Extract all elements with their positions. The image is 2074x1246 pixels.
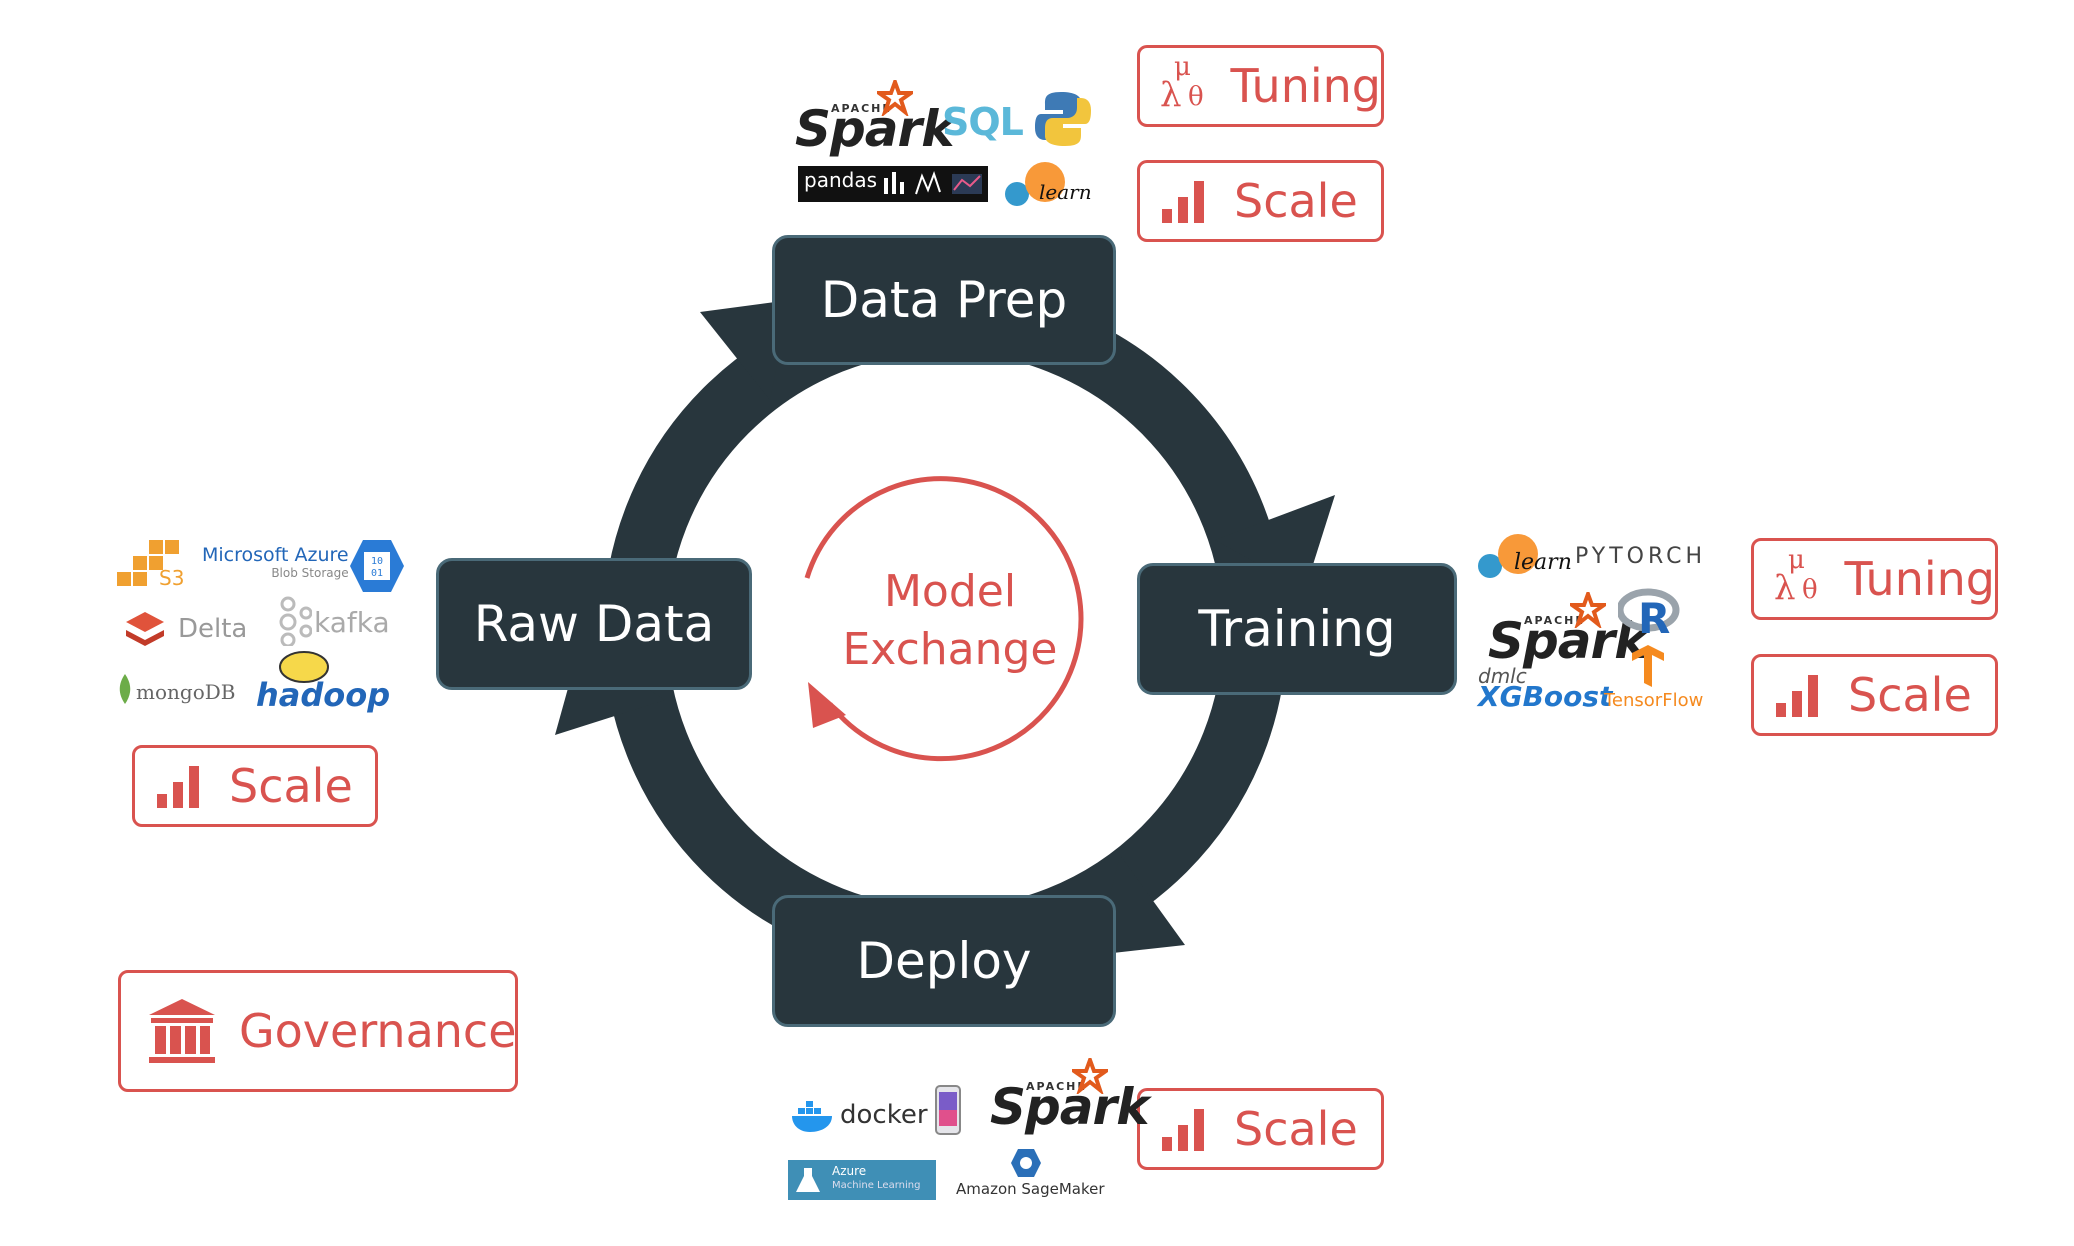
s3-buckets-icon bbox=[117, 540, 179, 586]
building-columns-icon bbox=[149, 999, 215, 1063]
spark-star-icon bbox=[1570, 592, 1606, 628]
training-spark-logo: APACHE Spark bbox=[1488, 592, 1647, 670]
bar-chart-icon bbox=[1162, 1107, 1210, 1151]
training-scale-badge: Scale bbox=[1751, 654, 1998, 736]
sklearn-logo: learn bbox=[1005, 162, 1105, 208]
ring-arrowhead-top-left bbox=[700, 300, 790, 400]
bar-chart-icon bbox=[1776, 673, 1824, 717]
deploy-scale-label: Scale bbox=[1234, 1102, 1358, 1156]
model-exchange-line1: Model bbox=[883, 566, 1017, 617]
model-exchange-arc bbox=[804, 476, 1084, 762]
sklearn-circles-icon bbox=[1478, 534, 1538, 578]
svg-text:01: 01 bbox=[371, 568, 383, 579]
sklearn-circles-icon bbox=[1005, 162, 1065, 206]
pandas-chart-icon bbox=[884, 171, 982, 195]
dmlc-logo: dmlc bbox=[1478, 664, 1527, 688]
node-raw-data-label: Raw Data bbox=[473, 595, 715, 653]
raw-data-scale-label: Scale bbox=[229, 759, 353, 813]
hadoop-elephant-icon bbox=[279, 651, 329, 683]
python-logo bbox=[1035, 90, 1091, 152]
mobile-phone-icon bbox=[934, 1084, 962, 1140]
docker-logo: docker bbox=[790, 1098, 928, 1138]
mongodb-leaf-icon bbox=[119, 674, 131, 704]
spark-star-icon bbox=[1072, 1058, 1108, 1094]
docker-whale-icon bbox=[792, 1101, 832, 1132]
deploy-scale-badge: Scale bbox=[1137, 1088, 1384, 1170]
training-scale-label: Scale bbox=[1848, 668, 1972, 722]
s3-logo: S3 bbox=[115, 540, 195, 596]
pytorch-logo: PYTORCH bbox=[1575, 544, 1707, 569]
node-raw-data: Raw Data bbox=[436, 558, 752, 690]
ring-arrowhead-bottom-right bbox=[1095, 855, 1185, 955]
governance-label: Governance bbox=[239, 1004, 517, 1058]
model-exchange-line2: Exchange bbox=[842, 624, 1058, 675]
training-tuning-label: Tuning bbox=[1844, 552, 1995, 606]
svg-text:10: 10 bbox=[371, 556, 383, 567]
bar-chart-icon bbox=[157, 764, 205, 808]
node-training: Training bbox=[1137, 563, 1457, 695]
sagemaker-icon bbox=[1010, 1148, 1042, 1182]
model-exchange-label: Model Exchange bbox=[830, 563, 1070, 679]
node-data-prep-label: Data Prep bbox=[820, 271, 1068, 329]
pandas-logo: pandas bbox=[798, 166, 988, 202]
node-data-prep: Data Prep bbox=[772, 235, 1116, 365]
node-deploy-label: Deploy bbox=[856, 932, 1032, 990]
data-prep-scale-badge: Scale bbox=[1137, 160, 1384, 242]
azure-blob-logo: Microsoft Azure Blob Storage bbox=[202, 544, 349, 580]
bar-chart-icon bbox=[1162, 179, 1210, 223]
r-logo: R bbox=[1618, 588, 1680, 643]
deploy-spark-logo: APACHE Spark bbox=[990, 1058, 1149, 1136]
data-prep-tuning-label: Tuning bbox=[1230, 59, 1381, 113]
kafka-logo: kafka bbox=[278, 596, 398, 648]
hadoop-logo: hadoop bbox=[256, 650, 396, 714]
kafka-nodes-icon bbox=[279, 596, 312, 646]
tensorflow-logo: TensorFlow bbox=[1604, 690, 1704, 711]
flask-icon bbox=[796, 1168, 820, 1192]
delta-layers-icon bbox=[126, 612, 164, 646]
sagemaker-logo: Amazon SageMaker bbox=[956, 1180, 1105, 1198]
sql-logo: SQL bbox=[942, 100, 1024, 144]
governance-badge: Governance bbox=[118, 970, 518, 1092]
raw-data-scale-badge: Scale bbox=[132, 745, 378, 827]
node-training-label: Training bbox=[1198, 600, 1396, 658]
spark-logo: APACHE Spark bbox=[795, 80, 954, 158]
model-exchange-arrowhead bbox=[808, 682, 846, 728]
r-ellipse-icon bbox=[1618, 588, 1680, 632]
xgboost-logo: XGBoost bbox=[1478, 680, 1613, 713]
tensorflow-icon bbox=[1628, 645, 1668, 691]
training-sklearn-logo: learn bbox=[1478, 534, 1572, 580]
spark-star-icon bbox=[877, 80, 913, 116]
data-prep-scale-label: Scale bbox=[1234, 174, 1358, 228]
node-deploy: Deploy bbox=[772, 895, 1116, 1027]
azure-ml-logo: Azure Machine Learning bbox=[788, 1160, 936, 1200]
